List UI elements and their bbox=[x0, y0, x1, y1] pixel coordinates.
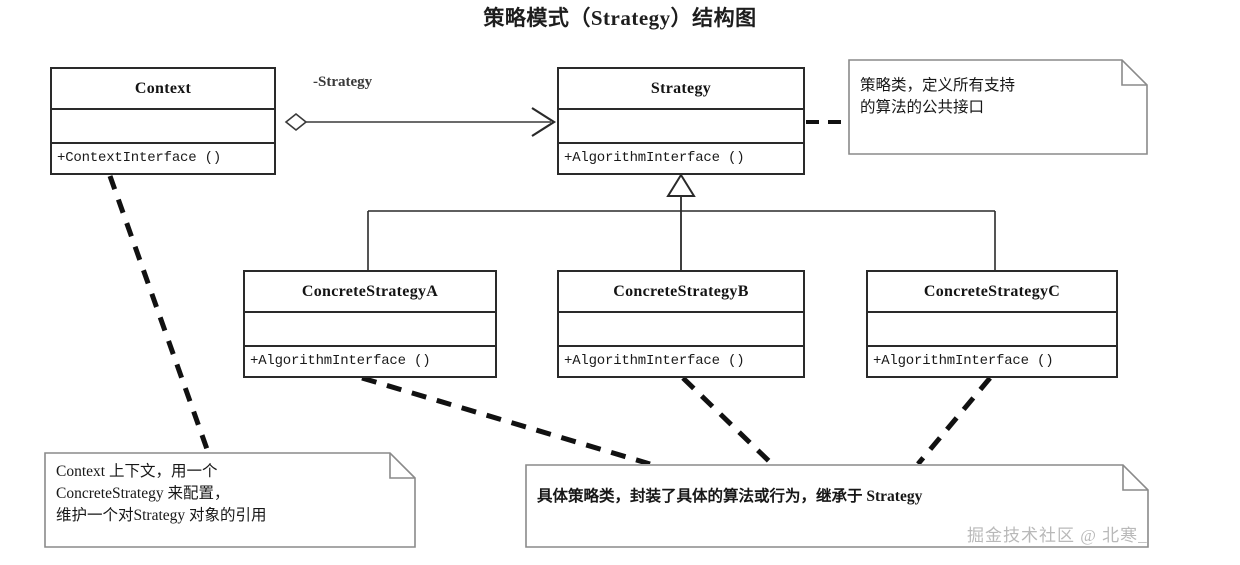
class-box-concrete-strategy-b[interactable]: ConcreteStrategyB +AlgorithmInterface () bbox=[557, 270, 805, 378]
class-attributes-strategy bbox=[559, 108, 803, 141]
page-title: 策略模式（Strategy）结构图 bbox=[483, 6, 757, 30]
watermark: 掘金技术社区 @ 北寒_ bbox=[967, 526, 1148, 545]
class-operations-concrete-strategy-c: +AlgorithmInterface () bbox=[868, 344, 1116, 376]
note-link-context bbox=[107, 175, 211, 453]
note-context[interactable]: Context 上下文，用一个 ConcreteStrategy 来配置， 维护… bbox=[44, 452, 416, 548]
note-shape-strategy bbox=[848, 59, 1148, 155]
note-text-concrete-strategy: 具体策略类，封装了具体的算法或行为，继承于 Strategy bbox=[537, 488, 923, 505]
note-link-strategy-c bbox=[916, 376, 992, 466]
class-attributes-concrete-strategy-c bbox=[868, 311, 1116, 344]
class-name-concrete-strategy-a: ConcreteStrategyA bbox=[301, 282, 439, 300]
note-strategy[interactable]: 策略类，定义所有支持 的算法的公共接口 bbox=[848, 59, 1148, 155]
aggregation-context-strategy bbox=[284, 107, 557, 137]
class-box-concrete-strategy-c[interactable]: ConcreteStrategyC +AlgorithmInterface () bbox=[866, 270, 1118, 378]
class-name-concrete-strategy-c: ConcreteStrategyC bbox=[923, 282, 1061, 300]
class-name-strategy: Strategy bbox=[650, 79, 712, 97]
class-box-context[interactable]: Context +ContextInterface () bbox=[50, 67, 276, 175]
note-concrete-strategy[interactable]: 具体策略类，封装了具体的算法或行为，继承于 Strategy bbox=[525, 464, 1149, 548]
note-text-strategy: 策略类，定义所有支持 的算法的公共接口 bbox=[860, 77, 1016, 117]
note-shape-context bbox=[44, 452, 416, 548]
class-operations-strategy: +AlgorithmInterface () bbox=[559, 141, 803, 173]
class-operations-context: +ContextInterface () bbox=[52, 141, 274, 173]
class-name-concrete-strategy-b: ConcreteStrategyB bbox=[613, 282, 749, 300]
association-label-strategy: -Strategy bbox=[313, 74, 373, 90]
generalization-bus bbox=[367, 173, 996, 270]
class-name-context: Context bbox=[134, 79, 192, 97]
note-link-strategy-b bbox=[681, 376, 774, 466]
class-attributes-concrete-strategy-a bbox=[245, 311, 495, 344]
class-operations-concrete-strategy-a: +AlgorithmInterface () bbox=[245, 344, 495, 376]
class-operations-concrete-strategy-b: +AlgorithmInterface () bbox=[559, 344, 803, 376]
class-box-strategy[interactable]: Strategy +AlgorithmInterface () bbox=[557, 67, 805, 175]
note-text-context: Context 上下文，用一个 ConcreteStrategy 来配置， 维护… bbox=[56, 463, 267, 524]
class-attributes-context bbox=[52, 108, 274, 141]
note-shape-concrete-strategy bbox=[525, 464, 1149, 548]
class-attributes-concrete-strategy-b bbox=[559, 311, 803, 344]
class-box-concrete-strategy-a[interactable]: ConcreteStrategyA +AlgorithmInterface () bbox=[243, 270, 497, 378]
